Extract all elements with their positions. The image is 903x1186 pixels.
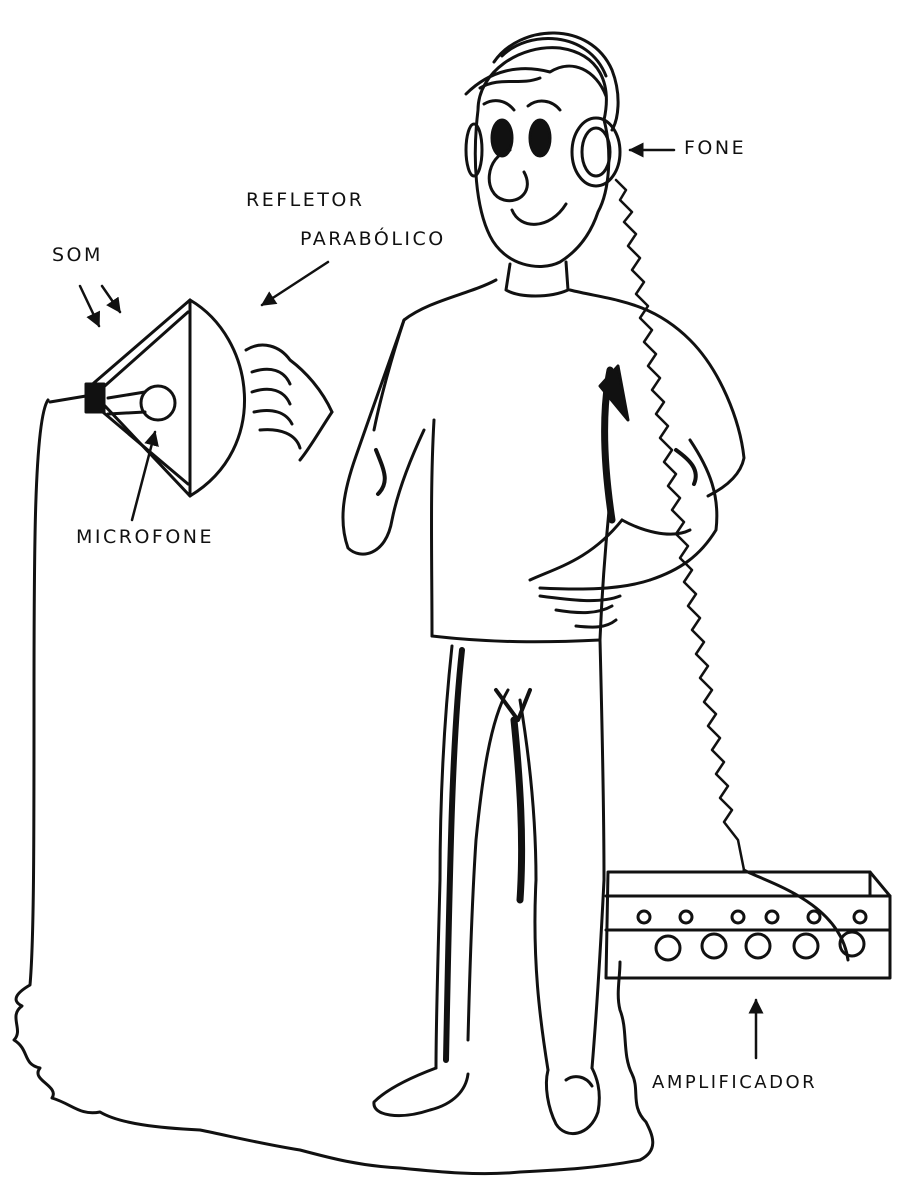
label-reflector-line1: REFLETOR <box>246 189 365 211</box>
headphone-cable <box>614 178 746 872</box>
microphone-cable <box>12 398 655 1176</box>
microphone <box>84 382 106 414</box>
person-arm-left <box>244 318 426 556</box>
label-amplifier: AMPLIFICADOR <box>652 1072 818 1093</box>
person-legs <box>434 638 606 1072</box>
parabolic-reflector <box>86 298 247 498</box>
person-arm-right <box>528 438 719 629</box>
person-head <box>464 46 611 298</box>
label-sound: SOM <box>52 244 103 266</box>
label-microphone: MICROFONE <box>76 526 215 548</box>
reflector-pointer-arrow <box>260 260 330 307</box>
sound-arrows <box>78 284 122 328</box>
microphone-pointer-arrow <box>130 430 159 522</box>
person-shoes <box>372 1066 601 1135</box>
headphones <box>464 31 622 188</box>
amplifier <box>604 870 892 980</box>
label-headphone: FONE <box>684 137 747 159</box>
label-reflector-line2: PARABÓLICO <box>300 228 446 250</box>
